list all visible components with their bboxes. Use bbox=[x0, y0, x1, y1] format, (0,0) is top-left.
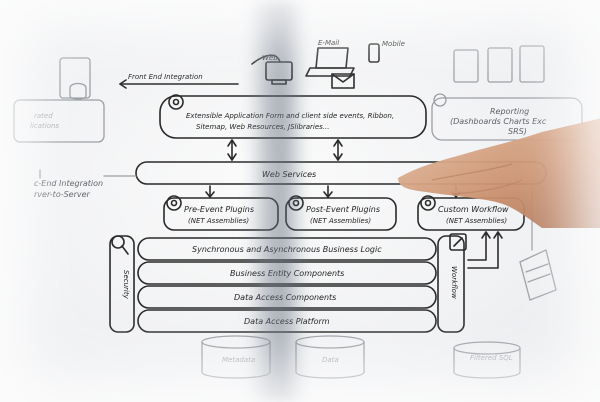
post-event-plugins-title: Post-Event Plugins bbox=[306, 205, 380, 214]
front-end-integration-arrow bbox=[119, 79, 239, 89]
arrow-extensible-to-web-services-2 bbox=[333, 139, 343, 161]
post-event-plugins-sub: (NET Assemblies) bbox=[310, 217, 371, 225]
integrated-applications-box bbox=[13, 57, 105, 143]
front-end-integration-label: Front End Integration bbox=[128, 73, 203, 81]
mobile-phone-icon bbox=[368, 43, 380, 63]
extensible-application-line2: Sitemap, Web Resources, JSlibraries... bbox=[196, 123, 329, 131]
mobile-label: Mobile bbox=[382, 40, 405, 48]
back-end-integration-line2: rver-to-Server bbox=[34, 190, 91, 199]
arrow-to-pre-event bbox=[205, 185, 215, 198]
workflow-label: Workflow bbox=[450, 266, 458, 299]
pre-event-plugins-sub: (NET Assemblies) bbox=[188, 217, 249, 225]
filtered-sql-database bbox=[453, 341, 521, 379]
layer-business-logic-label: Synchronous and Asynchronous Business Lo… bbox=[192, 245, 382, 254]
custom-workflow-title: Custom Workflow bbox=[438, 205, 509, 214]
workflow-connector bbox=[467, 231, 503, 269]
email-label: E-Mail bbox=[318, 39, 339, 47]
extensible-application-line1: Extensible Application Form and client s… bbox=[186, 112, 394, 120]
filtered-sql-label: Filtered SQL bbox=[470, 354, 513, 362]
security-label: Security bbox=[122, 270, 130, 300]
layer-business-entity-label: Business Entity Components bbox=[230, 269, 344, 278]
reporting-line3: SRS) bbox=[508, 127, 527, 136]
custom-workflow-sub: (NET Assemblies) bbox=[446, 217, 507, 225]
reporting-title: Reporting bbox=[490, 107, 529, 116]
back-end-integration-line1: c-End Integration bbox=[34, 179, 103, 188]
integrated-applications-line1: rated bbox=[34, 112, 53, 120]
layer-data-access-platform-label: Data Access Platform bbox=[244, 317, 330, 326]
reporting-line2: (Dashboards Charts Exc bbox=[450, 117, 547, 126]
laptop-icon bbox=[305, 47, 355, 77]
arrow-to-custom-workflow bbox=[451, 185, 461, 198]
envelope-icon bbox=[331, 73, 355, 89]
pre-event-plugins-title: Pre-Event Plugins bbox=[184, 205, 254, 214]
data-label: Data bbox=[322, 356, 339, 364]
arrow-extensible-to-web-services bbox=[227, 139, 237, 161]
web-label: Web bbox=[262, 54, 278, 62]
integrated-applications-line2: lications bbox=[30, 122, 59, 130]
web-services-bar bbox=[135, 161, 547, 185]
arrow-to-post-event bbox=[323, 185, 333, 198]
web-services-label: Web Services bbox=[262, 170, 316, 179]
metadata-label: Metadata bbox=[222, 356, 255, 364]
workflow-panel bbox=[437, 233, 467, 333]
layer-data-access-components-label: Data Access Components bbox=[234, 293, 336, 302]
server-icon bbox=[519, 249, 557, 301]
security-panel bbox=[109, 235, 135, 333]
